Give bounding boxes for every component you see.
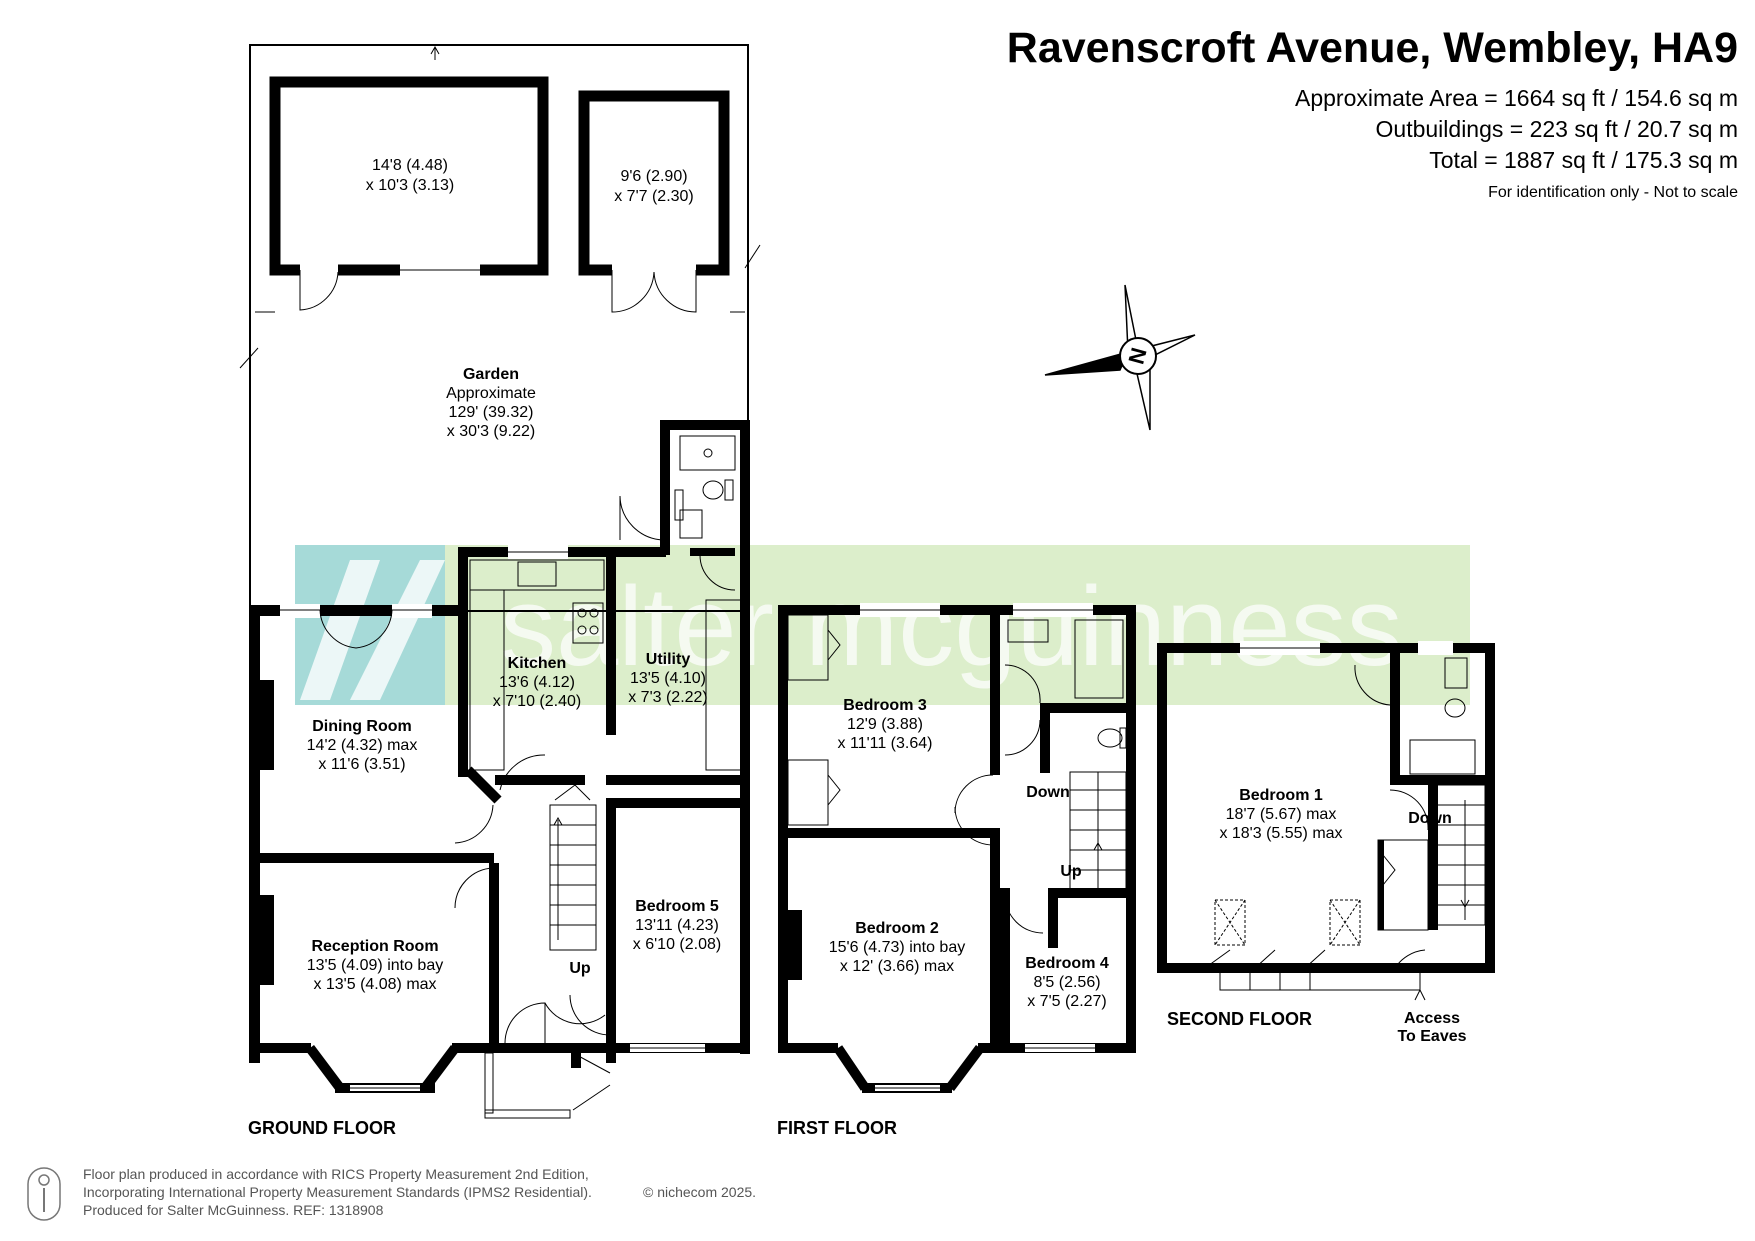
approx-area: Approximate Area = 1664 sq ft / 154.6 sq… [1295, 85, 1738, 111]
utility-dim-2: x 7'3 (2.22) [628, 689, 708, 706]
second-stairs-down-label: Down [1408, 810, 1452, 827]
disclaimer: For identification only - Not to scale [1488, 184, 1738, 201]
footer-copyright: © nichecom 2025. [643, 1184, 756, 1200]
ground-floor-plan [239, 44, 761, 1119]
reception-room-dim-1: 13'5 (4.09) into bay [307, 957, 443, 974]
outbuilding-2 [578, 90, 730, 313]
garden-dim-1: Approximate [446, 385, 536, 402]
bedroom-3-name: Bedroom 3 [843, 697, 927, 714]
footer-line-2: Incorporating International Property Mea… [83, 1184, 592, 1200]
compass-north-label: N [1123, 345, 1151, 367]
ground-floor-walls [249, 420, 750, 1119]
outbuilding-2-dim-1: 9'6 (2.90) [620, 168, 687, 185]
compass-rose: N [1044, 284, 1196, 431]
bedroom-5-name: Bedroom 5 [635, 898, 719, 915]
outbuildings-area: Outbuildings = 223 sq ft / 20.7 sq m [1376, 116, 1738, 142]
watermark-text: salter mcguinness [500, 564, 1403, 689]
outbuilding-1-dim-2: x 10'3 (3.13) [366, 177, 454, 194]
bedroom-4-dim-1: 8'5 (2.56) [1033, 974, 1100, 991]
access-eaves-line-2: To Eaves [1397, 1028, 1466, 1045]
second-floor-plan [1157, 641, 1495, 1001]
bedroom-5-dim-1: 13'11 (4.23) [635, 917, 719, 934]
first-floor-label: FIRST FLOOR [777, 1118, 897, 1138]
ground-stairs-up-label: Up [569, 960, 591, 977]
kitchen-name: Kitchen [508, 655, 567, 672]
dining-room-dim-2: x 11'6 (3.51) [318, 756, 405, 773]
bedroom-2-dim-2: x 12' (3.66) max [840, 958, 954, 975]
bedroom-3-dim-2: x 11'11 (3.64) [838, 735, 933, 752]
person-icon [27, 1167, 61, 1221]
outbuilding-2-dim-2: x 7'7 (2.30) [614, 188, 694, 205]
dining-room-dim-1: 14'2 (4.32) max [307, 737, 418, 754]
kitchen-dim-1: 13'6 (4.12) [499, 674, 575, 691]
first-floor-plan [778, 603, 1136, 1093]
outbuilding-1 [269, 76, 549, 311]
page-title: Ravenscroft Avenue, Wembley, HA9 [1007, 24, 1738, 72]
watermark: salter mcguinness [295, 545, 1470, 705]
garden-dim-2: 129' (39.32) [449, 404, 534, 421]
second-floor-label: SECOND FLOOR [1167, 1009, 1312, 1029]
bedroom-1-dim-2: x 18'3 (5.55) max [1219, 825, 1342, 842]
total-area: Total = 1887 sq ft / 175.3 sq m [1429, 147, 1738, 173]
bedroom-2-dim-1: 15'6 (4.73) into bay [829, 939, 965, 956]
bedroom-1-name: Bedroom 1 [1239, 787, 1323, 804]
bedroom-5-dim-2: x 6'10 (2.08) [633, 936, 721, 953]
reception-room-dim-2: x 13'5 (4.08) max [313, 976, 436, 993]
ground-stairs [549, 804, 597, 951]
bedroom-4-name: Bedroom 4 [1025, 955, 1109, 972]
access-eaves-line-1: Access [1404, 1010, 1460, 1027]
utility-name: Utility [646, 651, 691, 668]
garden-dim-3: x 30'3 (9.22) [447, 423, 535, 440]
dining-room-name: Dining Room [312, 718, 412, 735]
outbuilding-1-dim-1: 14'8 (4.48) [372, 157, 448, 174]
kitchen-dim-2: x 7'10 (2.40) [493, 693, 581, 710]
footer-line-1: Floor plan produced in accordance with R… [83, 1166, 589, 1182]
garden-boundary [249, 44, 749, 612]
bedroom-4-dim-2: x 7'5 (2.27) [1027, 993, 1107, 1010]
bedroom-1-dim-1: 18'7 (5.67) max [1226, 806, 1337, 823]
bedroom-2-name: Bedroom 2 [855, 920, 939, 937]
footer: Floor plan produced in accordance with R… [27, 1166, 756, 1221]
reception-room-name: Reception Room [311, 938, 438, 955]
bedroom-3-dim-1: 12'9 (3.88) [847, 716, 923, 733]
utility-dim-1: 13'5 (4.10) [630, 670, 706, 687]
first-stairs-down-label: Down [1026, 784, 1070, 801]
footer-line-3: Produced for Salter McGuinness. REF: 131… [83, 1202, 384, 1218]
garden-name: Garden [463, 366, 519, 383]
first-stairs-up-label: Up [1060, 863, 1082, 880]
ground-floor-label: GROUND FLOOR [248, 1118, 396, 1138]
